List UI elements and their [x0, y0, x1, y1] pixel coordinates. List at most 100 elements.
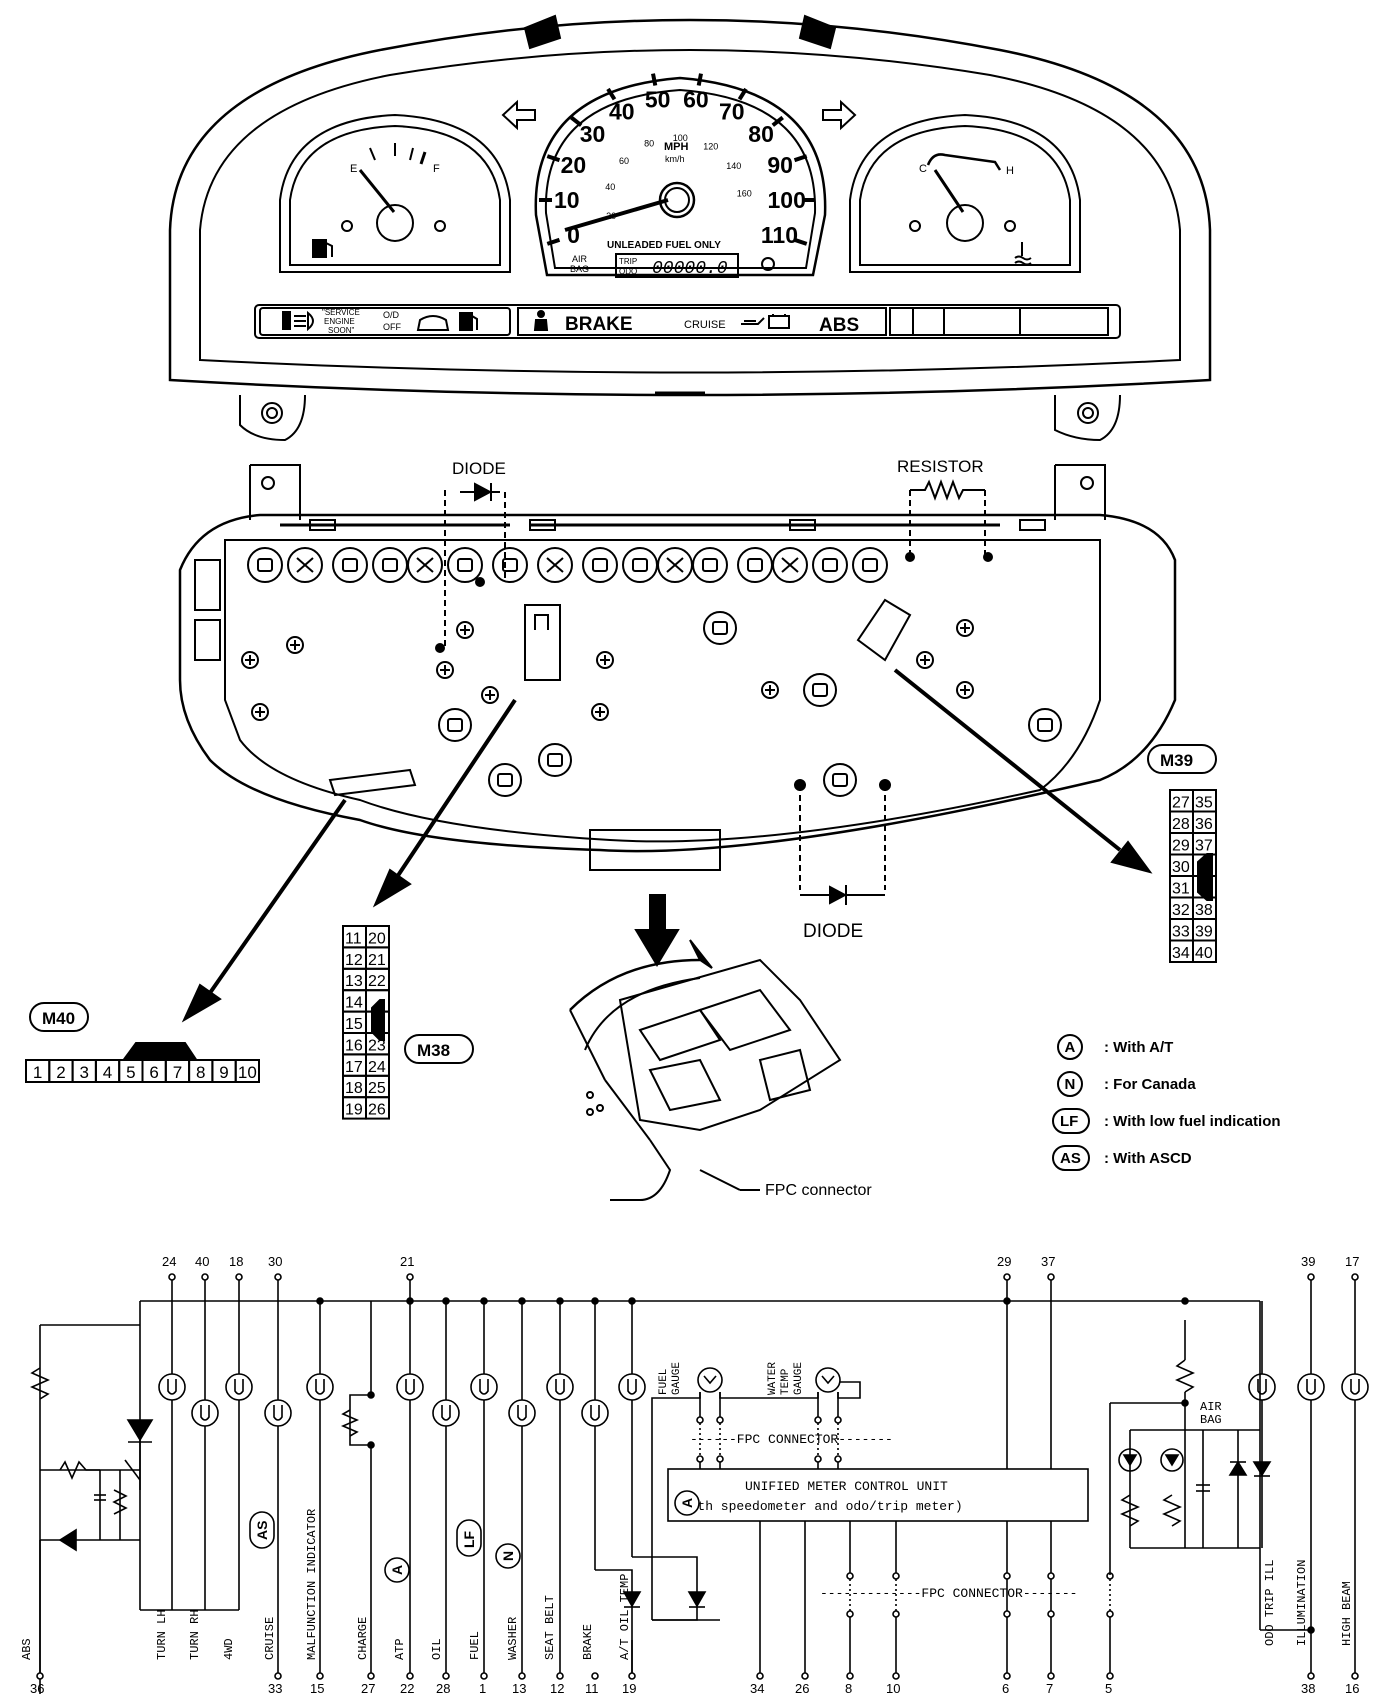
lamp-socket [803, 673, 837, 707]
screw-icon [956, 681, 974, 699]
m38-pin-label: 20 [368, 930, 386, 947]
lamp-socket [538, 743, 572, 777]
m38-pin-cell [365, 1096, 390, 1120]
m38-name: M38 [417, 1041, 450, 1060]
terminal-point [1106, 1672, 1114, 1680]
lamp-symbol-icon [191, 1399, 219, 1427]
m40-pin-label: 8 [196, 1063, 205, 1082]
circuit-label: FUEL [468, 1631, 482, 1660]
m39-pin-label: 29 [1172, 838, 1190, 855]
m39-pin-cell [1192, 939, 1217, 963]
terminal-point [892, 1610, 900, 1618]
legend-text: : For Canada [1104, 1076, 1196, 1093]
m39-pin-label: 28 [1172, 816, 1190, 833]
legend-symbol-badge [1057, 1071, 1083, 1097]
lamp-filament [405, 1379, 415, 1395]
bottom-pin-number: 36 [30, 1681, 44, 1694]
legend-symbol: N [1065, 1076, 1076, 1093]
m38-pin-label: 21 [368, 952, 386, 969]
bottom-pin-number: 11 [585, 1681, 599, 1694]
wire [632, 1556, 698, 1592]
bulb-socket-mark [592, 558, 608, 572]
m38-pin-label: 22 [368, 973, 386, 990]
m38-pin-label: 14 [345, 995, 363, 1012]
legend-symbol-badge [1052, 1108, 1090, 1134]
service-label-2: ENGINE [324, 317, 355, 326]
lamp-filament [1257, 1379, 1267, 1395]
lamp-symbol-icon [396, 1373, 424, 1401]
top-pin-number: 24 [162, 1254, 176, 1269]
screw-cross [460, 625, 470, 635]
circuit-badge [674, 1490, 700, 1516]
lamp-symbol-icon [470, 1373, 498, 1401]
bottom-pin-number: 8 [845, 1681, 852, 1694]
terminal-point [1351, 1273, 1359, 1281]
bulb-socket [537, 547, 573, 583]
circuit-badge-label: LF [461, 1530, 477, 1548]
lamp-symbol-icon [1341, 1373, 1369, 1401]
ucu-subtitle: (With speedometer and odo/trip meter) [674, 1499, 963, 1514]
terminal-point [406, 1672, 414, 1680]
lamp-filament [479, 1379, 489, 1395]
m38-pin-label: 15 [345, 1016, 363, 1033]
terminal-point [591, 1672, 599, 1680]
resistor-icon [340, 1409, 360, 1437]
bottom-pin-number: 34 [750, 1681, 764, 1694]
terminal-point [756, 1672, 764, 1680]
circuit-label: ILLUMINATION [1295, 1560, 1309, 1646]
terminal-point [406, 1273, 414, 1281]
m38-pin-label: 13 [345, 973, 363, 990]
temperature-gauge: C H [849, 113, 1081, 273]
terminal-point [235, 1273, 243, 1281]
lamp-symbol-icon [1248, 1373, 1276, 1401]
junction-dot [480, 1297, 488, 1305]
screw-cross [245, 655, 255, 665]
bulb-socket [772, 547, 808, 583]
circuit-badge-label: A [389, 1565, 405, 1575]
bottom-pin-number: 16 [1345, 1681, 1359, 1694]
bottom-pin-number: 5 [1105, 1681, 1112, 1694]
bottom-pin-number: 27 [361, 1681, 375, 1694]
kmh-unit-label: km/h [665, 154, 685, 164]
lamp-filament [590, 1405, 600, 1421]
terminal-point [801, 1672, 809, 1680]
screw-icon [596, 651, 614, 669]
terminal-point [274, 1672, 282, 1680]
bottom-pin-number: 7 [1046, 1681, 1053, 1694]
m39-pin-label: 38 [1195, 902, 1213, 919]
lamp-symbol-icon [546, 1373, 574, 1401]
lamp-socket [823, 763, 857, 797]
screw-icon [456, 621, 474, 639]
kmh-tick-label: 80 [644, 138, 654, 148]
circuit-label: CRUISE [263, 1617, 277, 1660]
circuit-badge-label: A [679, 1498, 695, 1508]
circuit-label: SEAT BELT [543, 1595, 557, 1660]
terminal-point [201, 1273, 209, 1281]
m38-pin-label: 12 [345, 952, 363, 969]
terminal-point [1003, 1672, 1011, 1680]
screw-cross [595, 707, 605, 717]
mph-tick-mark [570, 115, 583, 127]
m39-pin-label: 34 [1172, 945, 1190, 962]
m40-name: M40 [42, 1009, 75, 1028]
circuit-label: ABS [20, 1638, 34, 1660]
bulb-socket [247, 547, 283, 583]
bottom-pin-number: 26 [795, 1681, 809, 1694]
legend-text: : With A/T [1104, 1039, 1173, 1056]
bottom-pin-number: 6 [1002, 1681, 1009, 1694]
lamp-filament [1306, 1379, 1316, 1395]
screw-cross [440, 665, 450, 675]
terminal-point [892, 1672, 900, 1680]
m40-pin-label: 5 [126, 1063, 135, 1082]
wire [349, 1394, 371, 1446]
abs-lamp-label: ABS [819, 315, 859, 336]
fuel-gauge-label-2: GAUGE [671, 1362, 683, 1395]
terminal-point [1351, 1672, 1359, 1680]
screw-cross [960, 623, 970, 633]
screw-icon [436, 661, 454, 679]
turn-left-arrow-icon [501, 99, 536, 131]
cluster-rear-view: DIODE RESISTOR DIODE [178, 457, 1177, 1023]
